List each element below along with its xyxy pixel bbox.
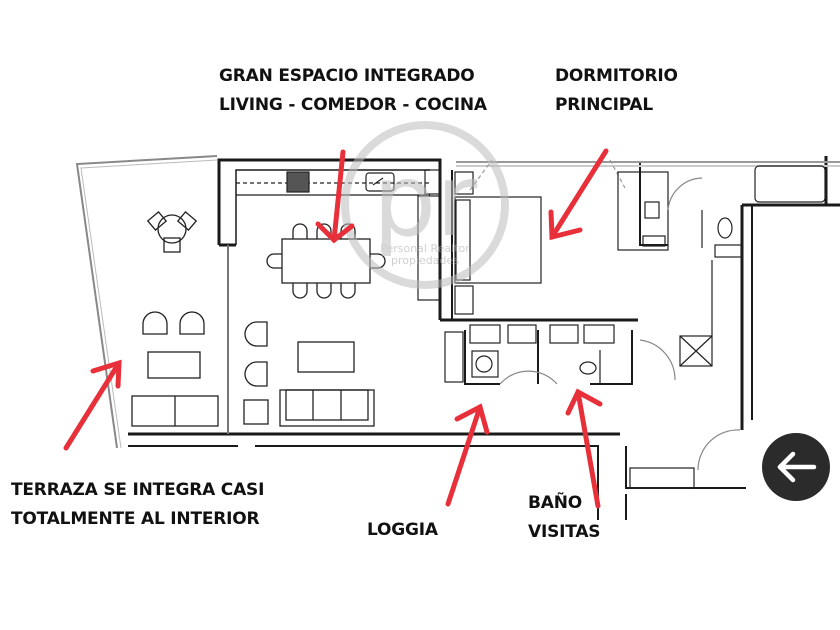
arrow-guest-bath — [565, 388, 603, 509]
label-terrace-line1: TERRAZA SE INTEGRA CASI — [11, 480, 265, 500]
arrow-left-icon — [777, 451, 817, 483]
arrow-loggia — [445, 403, 490, 507]
watermark-line2: propiedades — [391, 254, 459, 267]
kitchen — [236, 169, 441, 301]
terrace — [75, 155, 218, 449]
label-integrated-space-line1: GRAN ESPACIO INTEGRADO — [219, 66, 475, 86]
walls — [128, 156, 840, 520]
label-terrace: TERRAZA SE INTEGRA CASI TOTALMENTE AL IN… — [11, 476, 264, 534]
label-guest-bath-line2: VISITAS — [528, 522, 601, 542]
bedroom-furniture — [454, 159, 626, 315]
label-loggia: LOGGIA — [367, 516, 438, 545]
label-main-bedroom-line1: DORMITORIO — [555, 66, 678, 86]
ensuite-bath — [617, 165, 826, 258]
watermark-line1: Personal Realtor — [380, 242, 470, 255]
label-integrated-space: GRAN ESPACIO INTEGRADO LIVING - COMEDOR … — [219, 62, 487, 120]
label-terrace-line2: TOTALMENTE AL INTERIOR — [11, 509, 260, 529]
label-guest-bath-line1: BAÑO — [528, 493, 582, 513]
watermark-monogram: pr — [373, 142, 478, 259]
living-furniture — [243, 321, 375, 427]
terrace-furniture — [131, 210, 219, 427]
label-guest-bath: BAÑO VISITAS — [528, 489, 601, 547]
arrow-terrace — [63, 359, 122, 451]
arrow-main-bedroom — [548, 148, 609, 241]
arrow-integrated-space — [315, 149, 355, 244]
label-integrated-space-line2: LIVING - COMEDOR - COCINA — [219, 95, 487, 115]
label-main-bedroom-line2: PRINCIPAL — [555, 95, 653, 115]
loggia-bath — [444, 260, 741, 489]
watermark: pr Personal Realtor propiedades — [341, 121, 509, 289]
label-loggia-line1: LOGGIA — [367, 520, 438, 540]
back-button[interactable] — [762, 433, 830, 501]
annotation-arrows — [63, 148, 609, 509]
label-main-bedroom: DORMITORIO PRINCIPAL — [555, 62, 678, 120]
